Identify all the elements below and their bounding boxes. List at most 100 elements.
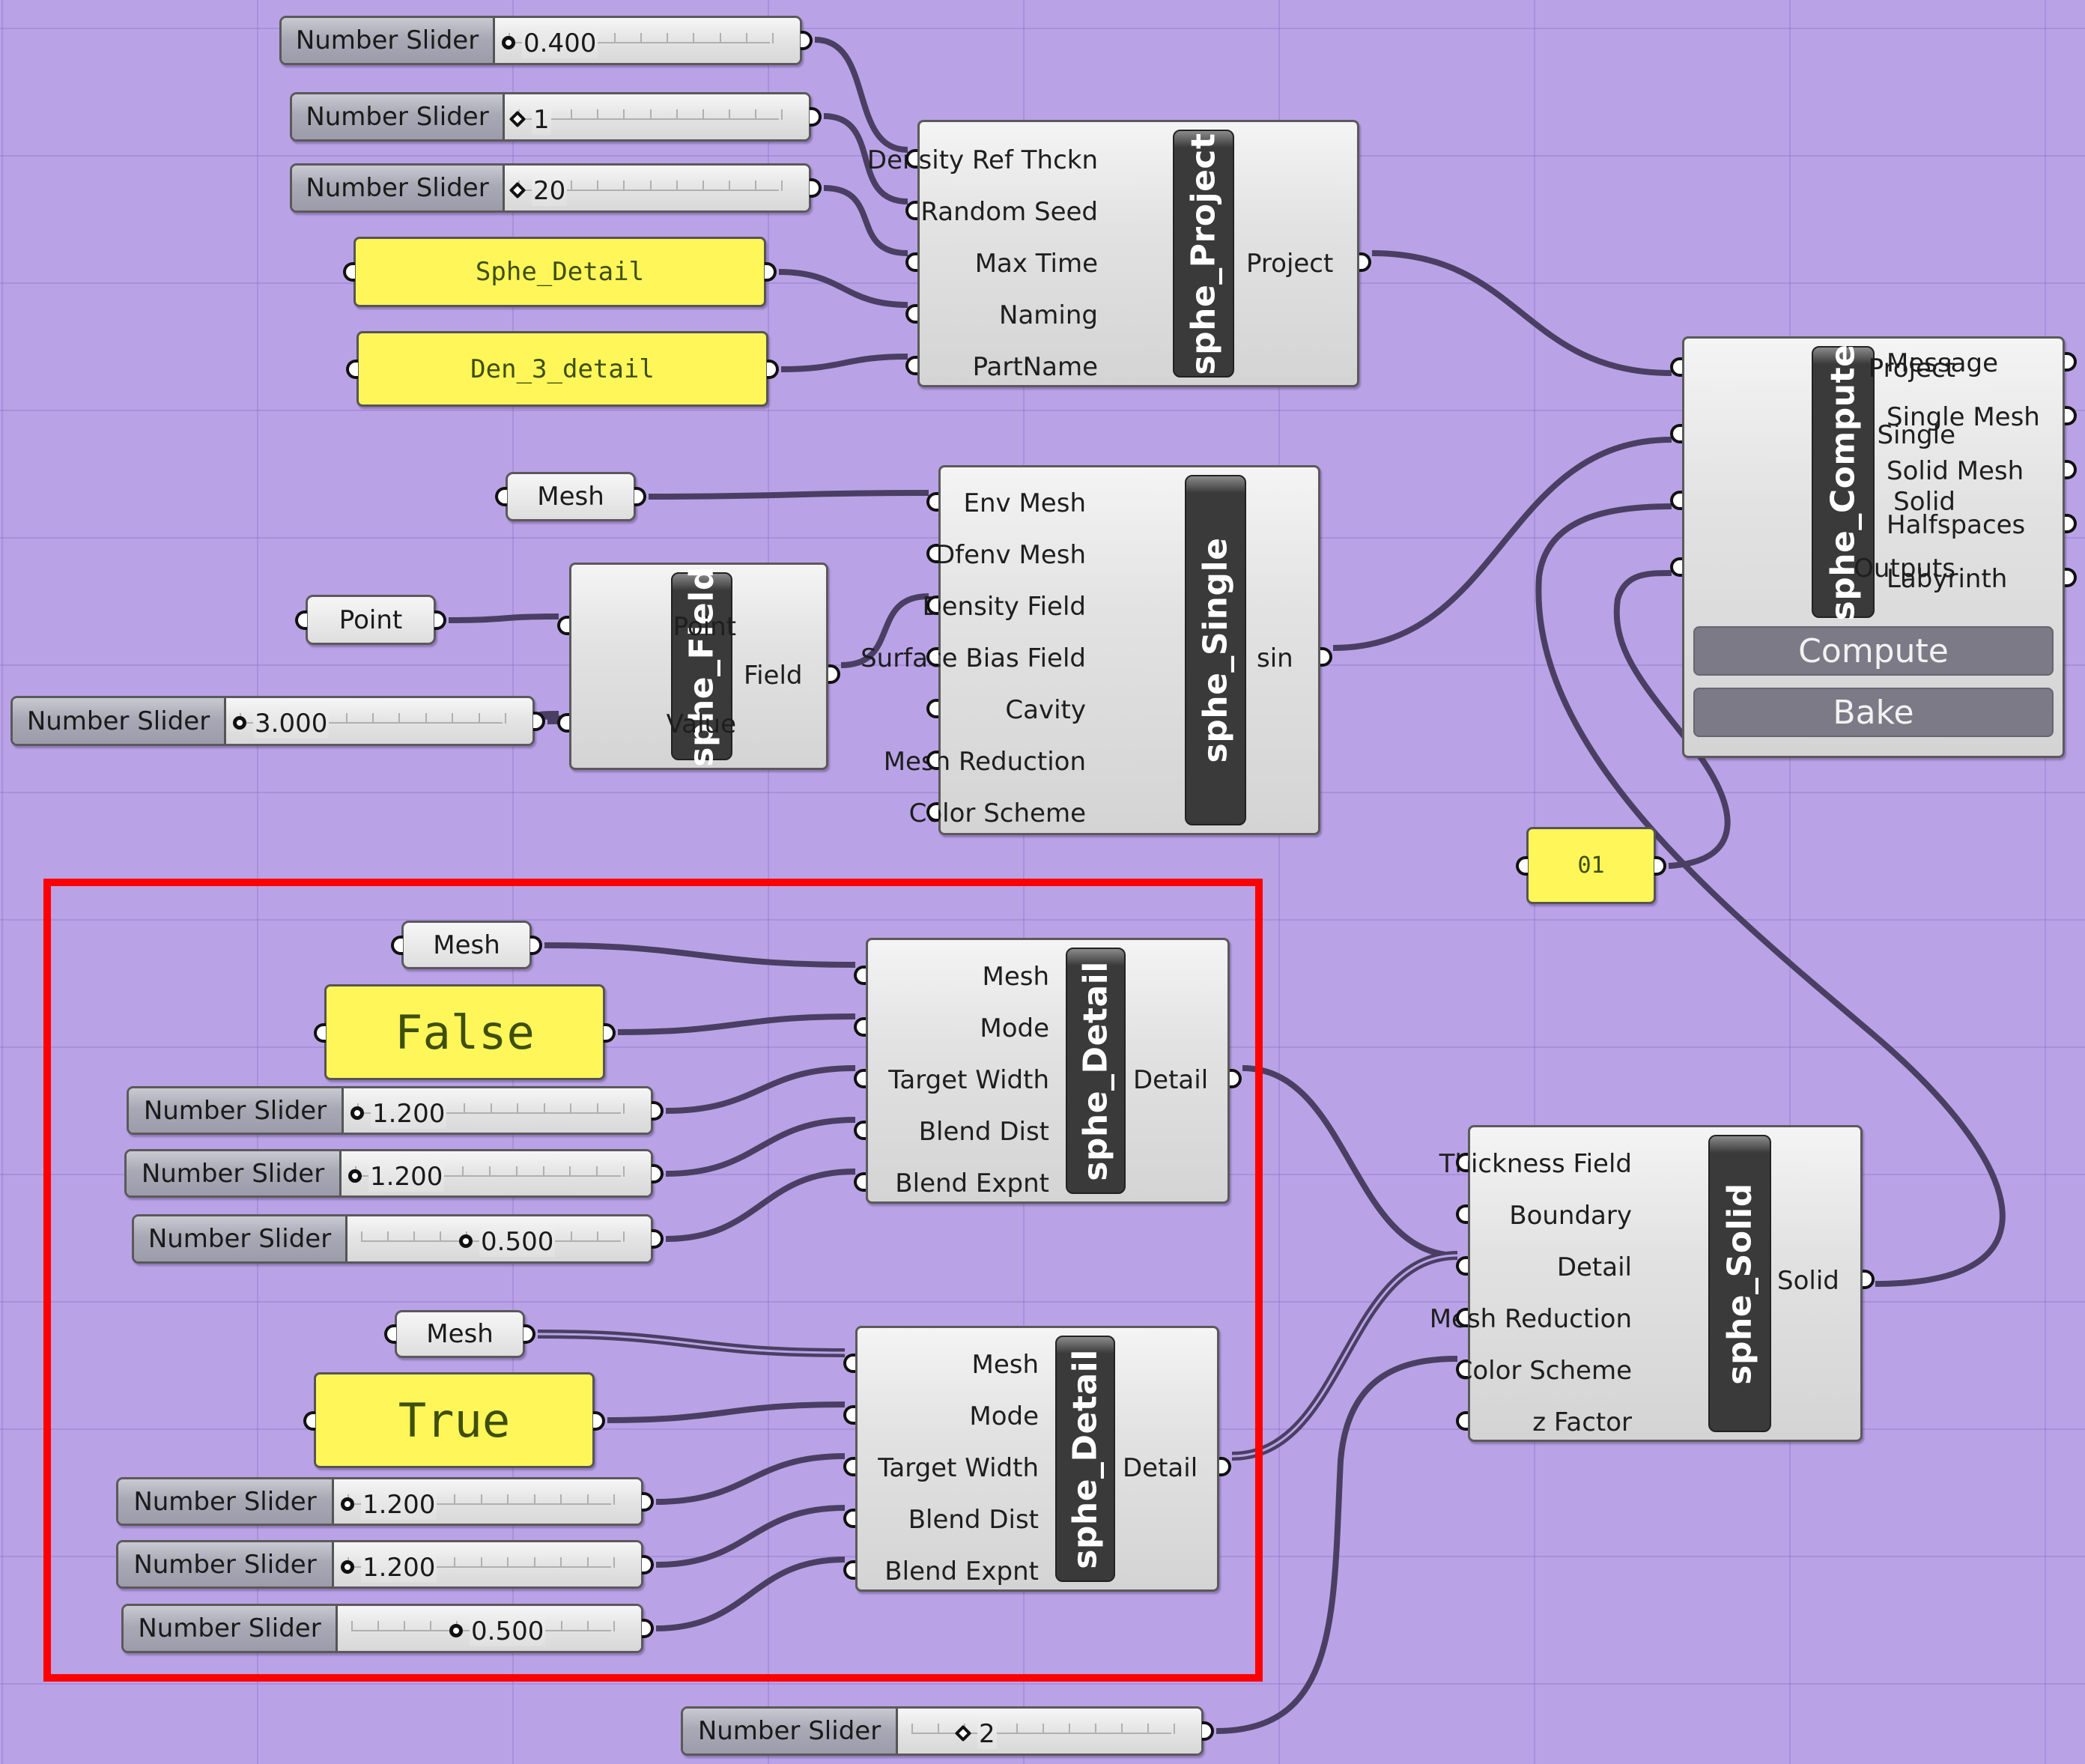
- slider-track[interactable]: 0.500: [338, 1606, 641, 1651]
- param-mesh-a[interactable]: Mesh: [391, 921, 542, 969]
- compute-button[interactable]: Compute: [1693, 626, 2054, 676]
- input-grip-icon[interactable]: [303, 1411, 315, 1431]
- output-grip-icon[interactable]: [767, 360, 779, 379]
- panel-partname[interactable]: Den_3_detail: [346, 331, 779, 407]
- input-grip-icon[interactable]: [926, 802, 938, 822]
- input-grip-icon[interactable]: [1456, 1256, 1468, 1276]
- output-grip-icon[interactable]: [828, 664, 840, 684]
- panel-naming[interactable]: Sphe_Detail: [343, 237, 777, 307]
- slider-random-seed[interactable]: Number Slider 1: [290, 92, 822, 142]
- output-grip-icon[interactable]: [1202, 1721, 1214, 1741]
- slider-track[interactable]: 1.200: [344, 1088, 651, 1133]
- output-grip-icon[interactable]: [1219, 1457, 1231, 1476]
- slider-knob-icon[interactable]: [233, 716, 246, 730]
- slider-density-ref[interactable]: Number Slider 0.400: [279, 16, 813, 65]
- input-grip-icon[interactable]: [1456, 1360, 1468, 1379]
- input-grip-icon[interactable]: [926, 492, 938, 512]
- param-mesh-env[interactable]: Mesh: [495, 472, 646, 521]
- slider-knob-icon[interactable]: [350, 1106, 364, 1120]
- output-grip-icon[interactable]: [801, 31, 813, 50]
- output-grip-icon[interactable]: [642, 1555, 654, 1574]
- input-grip-icon[interactable]: [926, 699, 938, 718]
- input-grip-icon[interactable]: [905, 201, 917, 220]
- slider-knob-icon[interactable]: [954, 1724, 972, 1742]
- input-grip-icon[interactable]: [1670, 557, 1682, 577]
- input-grip-icon[interactable]: [557, 616, 569, 635]
- input-grip-icon[interactable]: [854, 1069, 866, 1088]
- slider-track[interactable]: 1.200: [342, 1151, 651, 1195]
- input-grip-icon[interactable]: [391, 936, 403, 955]
- slider-b-target-width[interactable]: Number Slider 1.200: [116, 1477, 654, 1526]
- input-grip-icon[interactable]: [314, 1023, 326, 1043]
- output-grip-icon[interactable]: [593, 1411, 605, 1431]
- input-grip-icon[interactable]: [1670, 424, 1682, 443]
- slider-a-blend-dist[interactable]: Number Slider 1.200: [124, 1149, 664, 1198]
- input-grip-icon[interactable]: [905, 149, 917, 169]
- bake-button[interactable]: Bake: [1693, 688, 2054, 737]
- output-grip-icon[interactable]: [810, 178, 822, 198]
- output-grip-icon[interactable]: [2065, 352, 2077, 372]
- component-title-bar[interactable]: sphe_Detail: [1055, 1336, 1115, 1582]
- slider-max-time[interactable]: Number Slider 20: [290, 163, 822, 213]
- input-grip-icon[interactable]: [295, 610, 307, 630]
- output-grip-icon[interactable]: [810, 107, 822, 127]
- input-grip-icon[interactable]: [926, 595, 938, 615]
- input-grip-icon[interactable]: [843, 1509, 855, 1528]
- slider-knob-icon[interactable]: [509, 181, 526, 199]
- output-grip-icon[interactable]: [642, 1492, 654, 1512]
- param-point[interactable]: Point: [295, 595, 446, 645]
- input-grip-icon[interactable]: [346, 360, 358, 379]
- slider-z-factor[interactable]: Number Slider 2: [681, 1706, 1214, 1756]
- input-grip-icon[interactable]: [843, 1354, 855, 1373]
- input-grip-icon[interactable]: [1456, 1153, 1468, 1172]
- slider-track[interactable]: 2: [898, 1709, 1201, 1754]
- slider-track[interactable]: 3.000: [226, 698, 532, 744]
- input-grip-icon[interactable]: [926, 544, 938, 563]
- component-title-bar[interactable]: sphe_Single: [1185, 475, 1246, 825]
- slider-track[interactable]: 20: [505, 166, 809, 210]
- input-grip-icon[interactable]: [1670, 357, 1682, 377]
- input-grip-icon[interactable]: [384, 1324, 396, 1344]
- output-grip-icon[interactable]: [533, 712, 545, 731]
- input-grip-icon[interactable]: [1456, 1204, 1468, 1224]
- output-grip-icon[interactable]: [652, 1164, 664, 1183]
- output-grip-icon[interactable]: [2065, 568, 2077, 587]
- input-grip-icon[interactable]: [557, 713, 569, 733]
- output-grip-icon[interactable]: [642, 1619, 654, 1638]
- input-grip-icon[interactable]: [905, 356, 917, 375]
- slider-b-blend-dist[interactable]: Number Slider 1.200: [116, 1540, 654, 1589]
- input-grip-icon[interactable]: [905, 252, 917, 272]
- input-grip-icon[interactable]: [343, 262, 355, 282]
- input-grip-icon[interactable]: [854, 1121, 866, 1140]
- input-grip-icon[interactable]: [926, 647, 938, 667]
- panel-outputs[interactable]: 01: [1516, 827, 1666, 904]
- slider-b-blend-expnt[interactable]: Number Slider 0.500: [121, 1604, 654, 1653]
- input-grip-icon[interactable]: [854, 966, 866, 985]
- output-grip-icon[interactable]: [765, 262, 777, 282]
- panel-mode-b[interactable]: True: [303, 1372, 605, 1468]
- slider-track[interactable]: 0.400: [495, 18, 800, 63]
- output-grip-icon[interactable]: [604, 1023, 616, 1043]
- output-grip-icon[interactable]: [2065, 460, 2077, 479]
- input-grip-icon[interactable]: [926, 751, 938, 770]
- panel-mode-a[interactable]: False: [314, 984, 616, 1080]
- input-grip-icon[interactable]: [905, 304, 917, 324]
- slider-knob-icon[interactable]: [348, 1169, 362, 1183]
- input-grip-icon[interactable]: [1670, 491, 1682, 510]
- slider-a-blend-expnt[interactable]: Number Slider 0.500: [132, 1214, 664, 1264]
- slider-knob-icon[interactable]: [341, 1560, 354, 1574]
- output-grip-icon[interactable]: [434, 610, 446, 630]
- input-grip-icon[interactable]: [1456, 1308, 1468, 1327]
- output-grip-icon[interactable]: [1359, 252, 1371, 272]
- input-grip-icon[interactable]: [843, 1405, 855, 1425]
- output-grip-icon[interactable]: [652, 1101, 664, 1121]
- output-grip-icon[interactable]: [1863, 1270, 1875, 1289]
- component-title-bar[interactable]: sphe_Project: [1173, 130, 1234, 378]
- input-grip-icon[interactable]: [854, 1172, 866, 1192]
- output-grip-icon[interactable]: [1230, 1069, 1242, 1088]
